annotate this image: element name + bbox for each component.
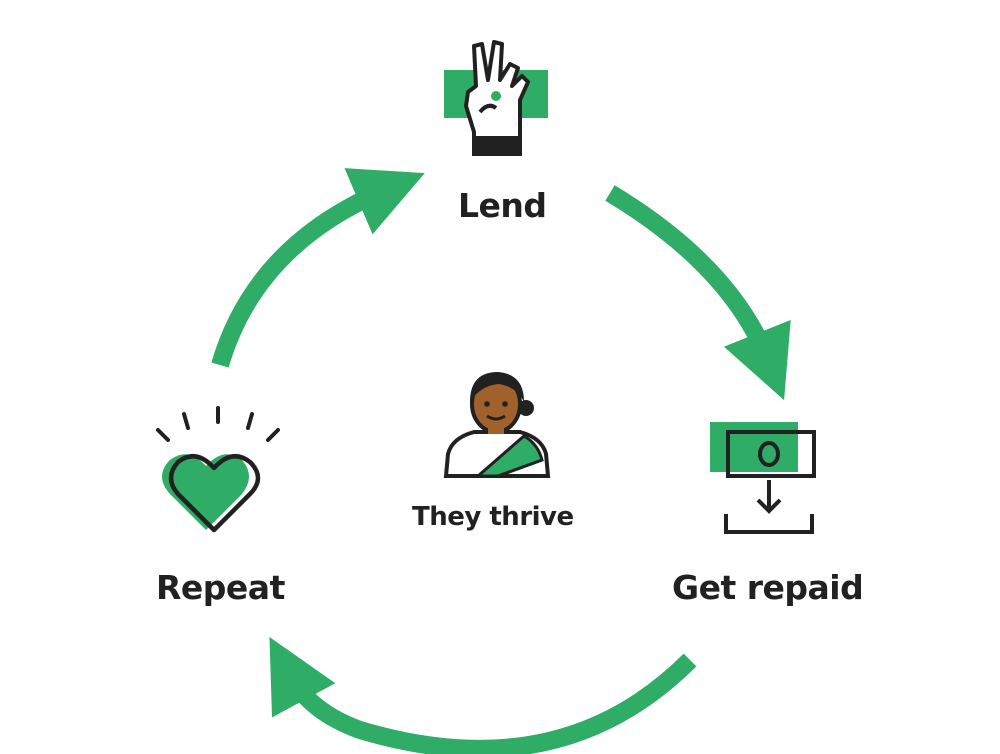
arrow-lend-to-repaid [605,185,791,401]
peace-hand-money-icon [444,40,548,156]
heart-icon [156,406,280,533]
center-label-they-thrive: They thrive [412,502,574,532]
step-label-repeat: Repeat [156,568,285,607]
arrow-repeat-to-lend [211,168,425,368]
step-label-get-repaid: Get repaid [672,568,864,607]
arrow-repaid-to-repeat [269,637,697,754]
step-label-lend: Lend [458,186,547,225]
borrower-woman-icon [443,372,551,478]
money-download-icon [710,422,816,534]
